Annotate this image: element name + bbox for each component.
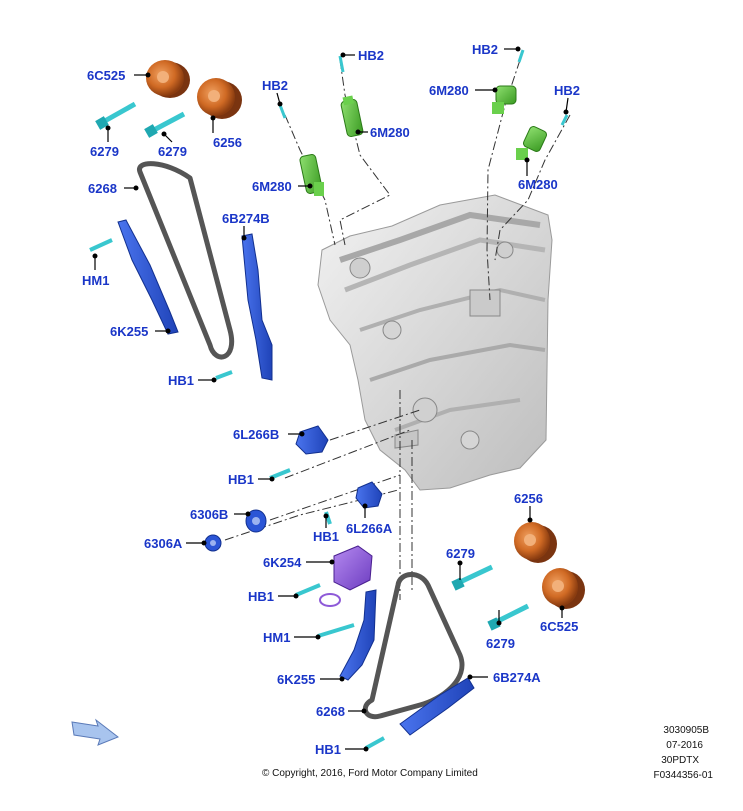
label-6279-bottom-1: 6279 xyxy=(446,546,475,561)
vct-solenoid-1 xyxy=(340,95,364,138)
label-hb2-1: HB2 xyxy=(358,48,384,63)
hb1-bolt-bottom xyxy=(365,736,385,750)
tensioner-6k254 xyxy=(319,545,373,607)
hb2-bolt-2 xyxy=(278,104,287,119)
label-6k255-top: 6K255 xyxy=(110,324,148,339)
crank-sprocket-6306a xyxy=(204,534,222,552)
front-direction-arrow-icon xyxy=(71,718,119,746)
hb2-bolt-3 xyxy=(517,49,525,63)
hb2-bolt-4 xyxy=(560,114,569,126)
bolt-6279-bottom-2 xyxy=(487,603,530,631)
hb2-bolt-1 xyxy=(338,55,345,73)
label-6268-bottom: 6268 xyxy=(316,704,345,719)
tensioner-6l266b xyxy=(295,425,329,455)
crank-sprocket-6306b xyxy=(245,509,267,533)
cam-phaser-exhaust-bottom xyxy=(542,568,585,609)
bolt-6279-top-2 xyxy=(144,111,186,138)
label-6k254: 6K254 xyxy=(263,555,302,570)
label-6k255-bottom: 6K255 xyxy=(277,672,315,687)
label-6279-top-2: 6279 xyxy=(158,144,187,159)
hb1-bolt-mid xyxy=(269,468,291,480)
hm1-bolt-bottom xyxy=(317,623,355,638)
bolt-6279-top-1 xyxy=(95,101,137,130)
label-6m280-3: 6M280 xyxy=(429,83,469,98)
timing-chain-top xyxy=(137,161,235,360)
label-6279-bottom-2: 6279 xyxy=(486,636,515,651)
label-6l266b: 6L266B xyxy=(233,427,279,442)
label-hb1-top: HB1 xyxy=(168,373,194,388)
label-6256-top: 6256 xyxy=(213,135,242,150)
label-6l266a: 6L266A xyxy=(346,521,393,536)
hb1-bolt-6k254 xyxy=(295,583,321,597)
cam-phaser-exhaust-top xyxy=(146,60,190,98)
label-hb2-4: HB2 xyxy=(554,83,580,98)
label-hb2-2: HB2 xyxy=(262,78,288,93)
cam-phaser-intake-top xyxy=(197,78,242,119)
label-6b274a: 6B274A xyxy=(493,670,541,685)
leader-lines xyxy=(92,46,569,752)
label-6279-top-1: 6279 xyxy=(90,144,119,159)
drawing-date: 07-2016 xyxy=(666,740,703,751)
label-6c525-bottom: 6C525 xyxy=(540,619,578,634)
label-hm1-bottom: HM1 xyxy=(263,630,290,645)
label-6b274b: 6B274B xyxy=(222,211,270,226)
label-hb1-6k254: HB1 xyxy=(248,589,274,604)
chain-guide-bottom xyxy=(339,589,377,681)
chain-tensioner-arm-top xyxy=(241,233,273,381)
tensioner-6l266a xyxy=(355,481,383,509)
label-hb1-mid: HB1 xyxy=(228,472,254,487)
copyright-notice: © Copyright, 2016, Ford Motor Company Li… xyxy=(262,768,478,779)
label-hb1-tensioner-a: HB1 xyxy=(313,529,339,544)
label-hb1-bottom: HB1 xyxy=(315,742,341,757)
guide-bolt-hm1-top xyxy=(89,238,113,252)
callout-labels: 6C525 6256 6279 6279 HB2 HB2 HB2 HB2 6M2… xyxy=(82,42,580,757)
label-6m280-4: 6M280 xyxy=(518,177,558,192)
vct-solenoid-2 xyxy=(299,153,324,196)
label-6256-bottom: 6256 xyxy=(514,491,543,506)
label-6268-top: 6268 xyxy=(88,181,117,196)
label-6m280-2: 6M280 xyxy=(252,179,292,194)
hb1-bolt-top xyxy=(215,370,233,380)
chain-tensioner-arm-bottom xyxy=(399,677,475,736)
engine-block xyxy=(317,194,553,491)
vct-solenoid-4 xyxy=(516,126,547,160)
drawing-code: 3030905B xyxy=(663,725,709,736)
figure-id: F0344356-01 xyxy=(653,770,714,781)
label-6m280-1: 6M280 xyxy=(370,125,410,140)
label-hm1-top: HM1 xyxy=(82,273,109,288)
model-code: 30PDTX xyxy=(661,755,699,766)
chain-guide-top xyxy=(117,219,179,335)
label-6306b: 6306B xyxy=(190,507,228,522)
vct-solenoid-3 xyxy=(492,85,517,114)
label-6306a: 6306A xyxy=(144,536,183,551)
label-6c525-top: 6C525 xyxy=(87,68,125,83)
label-hb2-3: HB2 xyxy=(472,42,498,57)
cam-phaser-intake-bottom xyxy=(514,522,557,563)
bolt-6279-bottom-1 xyxy=(451,564,494,591)
